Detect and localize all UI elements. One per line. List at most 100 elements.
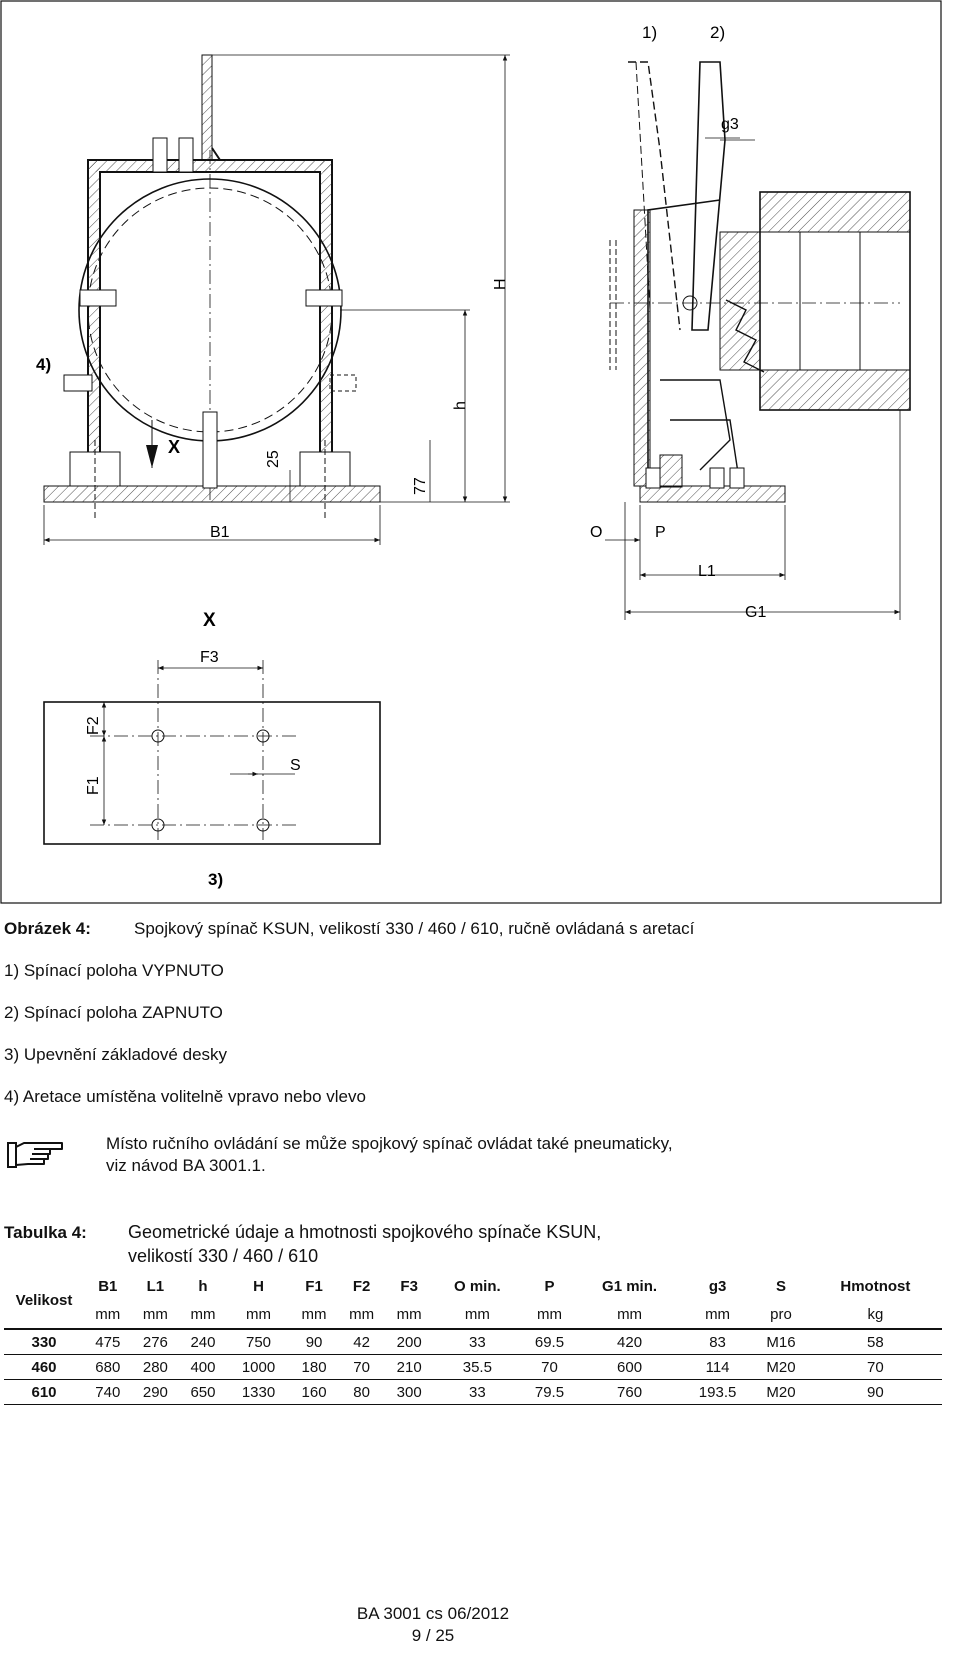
col-header: O min. <box>454 1277 501 1295</box>
marker-position-1: 1) <box>642 23 657 42</box>
table-cell: 400 <box>179 1354 227 1380</box>
table-cell: 420 <box>577 1329 682 1355</box>
marker-position-2: 2) <box>710 23 725 42</box>
table-cell: 70 <box>808 1354 942 1380</box>
label-f1: F1 <box>85 776 102 795</box>
label-o: O <box>590 524 602 541</box>
note-line-1: Místo ručního ovládání se může spojkový … <box>106 1134 673 1153</box>
table-cell: 160 <box>290 1379 338 1405</box>
legend-item-1: 1) Spínací poloha VYPNUTO <box>4 961 224 980</box>
label-p: P <box>655 524 666 541</box>
table-cell: 300 <box>385 1379 433 1405</box>
front-dimensions <box>43 54 510 545</box>
unit-cell: mm <box>681 1300 754 1330</box>
table-row: 330 475 276 240 750 90 42 200 33 69.5 42… <box>4 1329 942 1355</box>
table-cell: 70 <box>337 1354 386 1380</box>
table-cell: 35.5 <box>432 1354 522 1380</box>
legend-item-4: 4) Aretace umístěna volitelně vpravo neb… <box>4 1087 366 1106</box>
detail-x-dimensions <box>101 665 295 825</box>
legend-item-3: 3) Upevnění základové desky <box>4 1045 228 1064</box>
col-header: G1 min. <box>602 1277 658 1295</box>
table-cell: 1000 <box>226 1354 291 1380</box>
table-title-line-1: Geometrické údaje a hmotnosti spojkového… <box>128 1222 602 1242</box>
table-cell: 200 <box>385 1329 433 1355</box>
dimensions-table: Velikost B1 L1 h H F1 F2 F3 O min. P G1 … <box>4 1272 942 1405</box>
table-cell: 280 <box>131 1354 180 1380</box>
row-size: 460 <box>4 1354 84 1380</box>
table-cell: 680 <box>84 1354 132 1380</box>
table-cell: 600 <box>577 1354 682 1380</box>
marker-baseplate-3: 3) <box>208 870 223 889</box>
unit-cell: mm <box>385 1300 433 1330</box>
table-cell: 33 <box>432 1379 522 1405</box>
unit-cell: pro <box>753 1300 809 1330</box>
table-cell: 740 <box>84 1379 132 1405</box>
unit-cell: mm <box>179 1300 227 1330</box>
col-header: h <box>198 1277 208 1295</box>
unit-cell: kg <box>808 1300 942 1330</box>
unit-cell: mm <box>432 1300 522 1330</box>
table-cell: 290 <box>131 1379 180 1405</box>
unit-cell: mm <box>131 1300 180 1330</box>
pointing-hand-icon <box>7 1142 63 1168</box>
table-cell: 114 <box>681 1354 754 1380</box>
label-g1: G1 <box>745 604 766 621</box>
label-h: h <box>452 401 469 410</box>
col-header: L1 <box>146 1277 165 1295</box>
unit-cell: mm <box>337 1300 386 1330</box>
table-row: 460 680 280 400 1000 180 70 210 35.5 70 … <box>4 1354 942 1380</box>
technical-drawing: 1) 2) 4) 3) g3 X B1 O P L1 G1 X F3 S H h… <box>0 0 942 904</box>
col-header: H <box>253 1277 264 1295</box>
row-size: 330 <box>4 1329 84 1355</box>
table-cell: 650 <box>179 1379 227 1405</box>
table-cell: 58 <box>808 1329 942 1355</box>
table-cell: 79.5 <box>521 1379 578 1405</box>
table-title-line-2: velikostí 330 / 460 / 610 <box>128 1246 319 1266</box>
col-header: F2 <box>352 1277 371 1295</box>
label-g3: g3 <box>721 116 739 133</box>
col-header: F3 <box>400 1277 418 1295</box>
figure-caption-text: Spojkový spínač KSUN, velikostí 330 / 46… <box>134 919 695 938</box>
table-label: Tabulka 4: <box>4 1223 87 1242</box>
col-header: B1 <box>98 1277 118 1295</box>
table-cell: 80 <box>337 1379 386 1405</box>
col-header: Hmotnost <box>840 1277 911 1295</box>
unit-cell: mm <box>521 1300 578 1330</box>
legend-item-2: 2) Spínací poloha ZAPNUTO <box>4 1003 223 1022</box>
table-cell: 70 <box>521 1354 578 1380</box>
table-cell: 750 <box>226 1329 291 1355</box>
label-77: 77 <box>412 477 429 495</box>
table-cell: 210 <box>385 1354 433 1380</box>
label-25: 25 <box>265 450 282 468</box>
table-cell: 69.5 <box>521 1329 578 1355</box>
table-row: 610 740 290 650 1330 160 80 300 33 79.5 … <box>4 1379 942 1405</box>
col-header: S <box>776 1277 787 1295</box>
unit-cell: mm <box>290 1300 338 1330</box>
row-header-velikost: Velikost <box>4 1272 84 1330</box>
table-cell: M20 <box>753 1354 809 1380</box>
table-cell: 193.5 <box>681 1379 754 1405</box>
table-cell: M16 <box>753 1329 809 1355</box>
table-cell: 240 <box>179 1329 227 1355</box>
table-cell: 33 <box>432 1329 522 1355</box>
label-b1: B1 <box>210 524 230 541</box>
drawing-frame <box>0 0 942 904</box>
table-cell: 760 <box>577 1379 682 1405</box>
label-f3: F3 <box>200 649 219 666</box>
table-cell: 83 <box>681 1329 754 1355</box>
table-cell: 276 <box>131 1329 180 1355</box>
table-header-row: Velikost B1 L1 h H F1 F2 F3 O min. P G1 … <box>4 1272 942 1330</box>
table-cell: 42 <box>337 1329 386 1355</box>
footer-page-number: 9 / 25 <box>411 1626 455 1645</box>
label-s: S <box>290 757 301 774</box>
front-view <box>43 54 381 520</box>
row-size: 610 <box>4 1379 84 1405</box>
table-cell: 475 <box>84 1329 132 1355</box>
figure-caption-label: Obrázek 4: <box>4 919 91 938</box>
col-header: P <box>544 1277 555 1295</box>
detail-x-title: X <box>203 610 216 631</box>
table-cell: 90 <box>290 1329 338 1355</box>
table-units-row: mm mm mm mm mm mm mm mm mm mm mm pro kg <box>4 1300 942 1330</box>
marker-lock-4: 4) <box>36 355 51 374</box>
table-cell: M20 <box>753 1379 809 1405</box>
